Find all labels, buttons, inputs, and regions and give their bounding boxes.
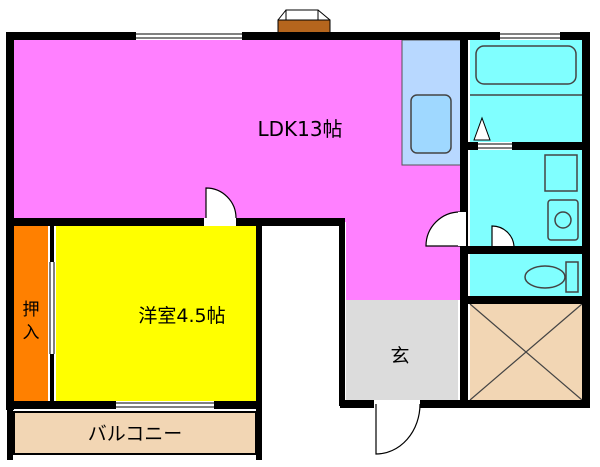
closet-door bbox=[49, 262, 55, 354]
western-room bbox=[56, 226, 256, 401]
door-western-room bbox=[204, 187, 237, 226]
front-door bbox=[374, 400, 421, 455]
door-ldk bbox=[425, 211, 466, 247]
washing-machine-drum-icon bbox=[554, 211, 572, 229]
ldk-room bbox=[14, 40, 462, 300]
western-room-label: 洋室4.5帖 bbox=[138, 305, 225, 327]
window-top bbox=[136, 32, 242, 40]
balcony-label: バルコニー bbox=[88, 423, 183, 445]
bathtub-icon bbox=[475, 45, 577, 85]
door-washroom-top bbox=[478, 142, 512, 150]
ldk-label: LDK13帖 bbox=[257, 117, 342, 141]
door-bathroom-icon bbox=[473, 116, 491, 141]
closet-label-bottom: 入 bbox=[23, 323, 40, 343]
window-balcony bbox=[116, 401, 214, 409]
washing-machine-icon bbox=[547, 199, 579, 241]
window-wet-top bbox=[500, 32, 560, 40]
sink-icon bbox=[410, 94, 452, 154]
toilet-icon bbox=[524, 261, 579, 293]
storage-cross bbox=[469, 303, 583, 401]
balcony bbox=[13, 411, 257, 455]
entrance bbox=[346, 300, 458, 400]
washbasin-icon bbox=[544, 154, 578, 192]
door-washroom bbox=[491, 225, 515, 247]
closet bbox=[14, 226, 48, 401]
entrance-label: 玄 bbox=[390, 345, 409, 367]
closet-label-top: 押 bbox=[23, 300, 40, 320]
